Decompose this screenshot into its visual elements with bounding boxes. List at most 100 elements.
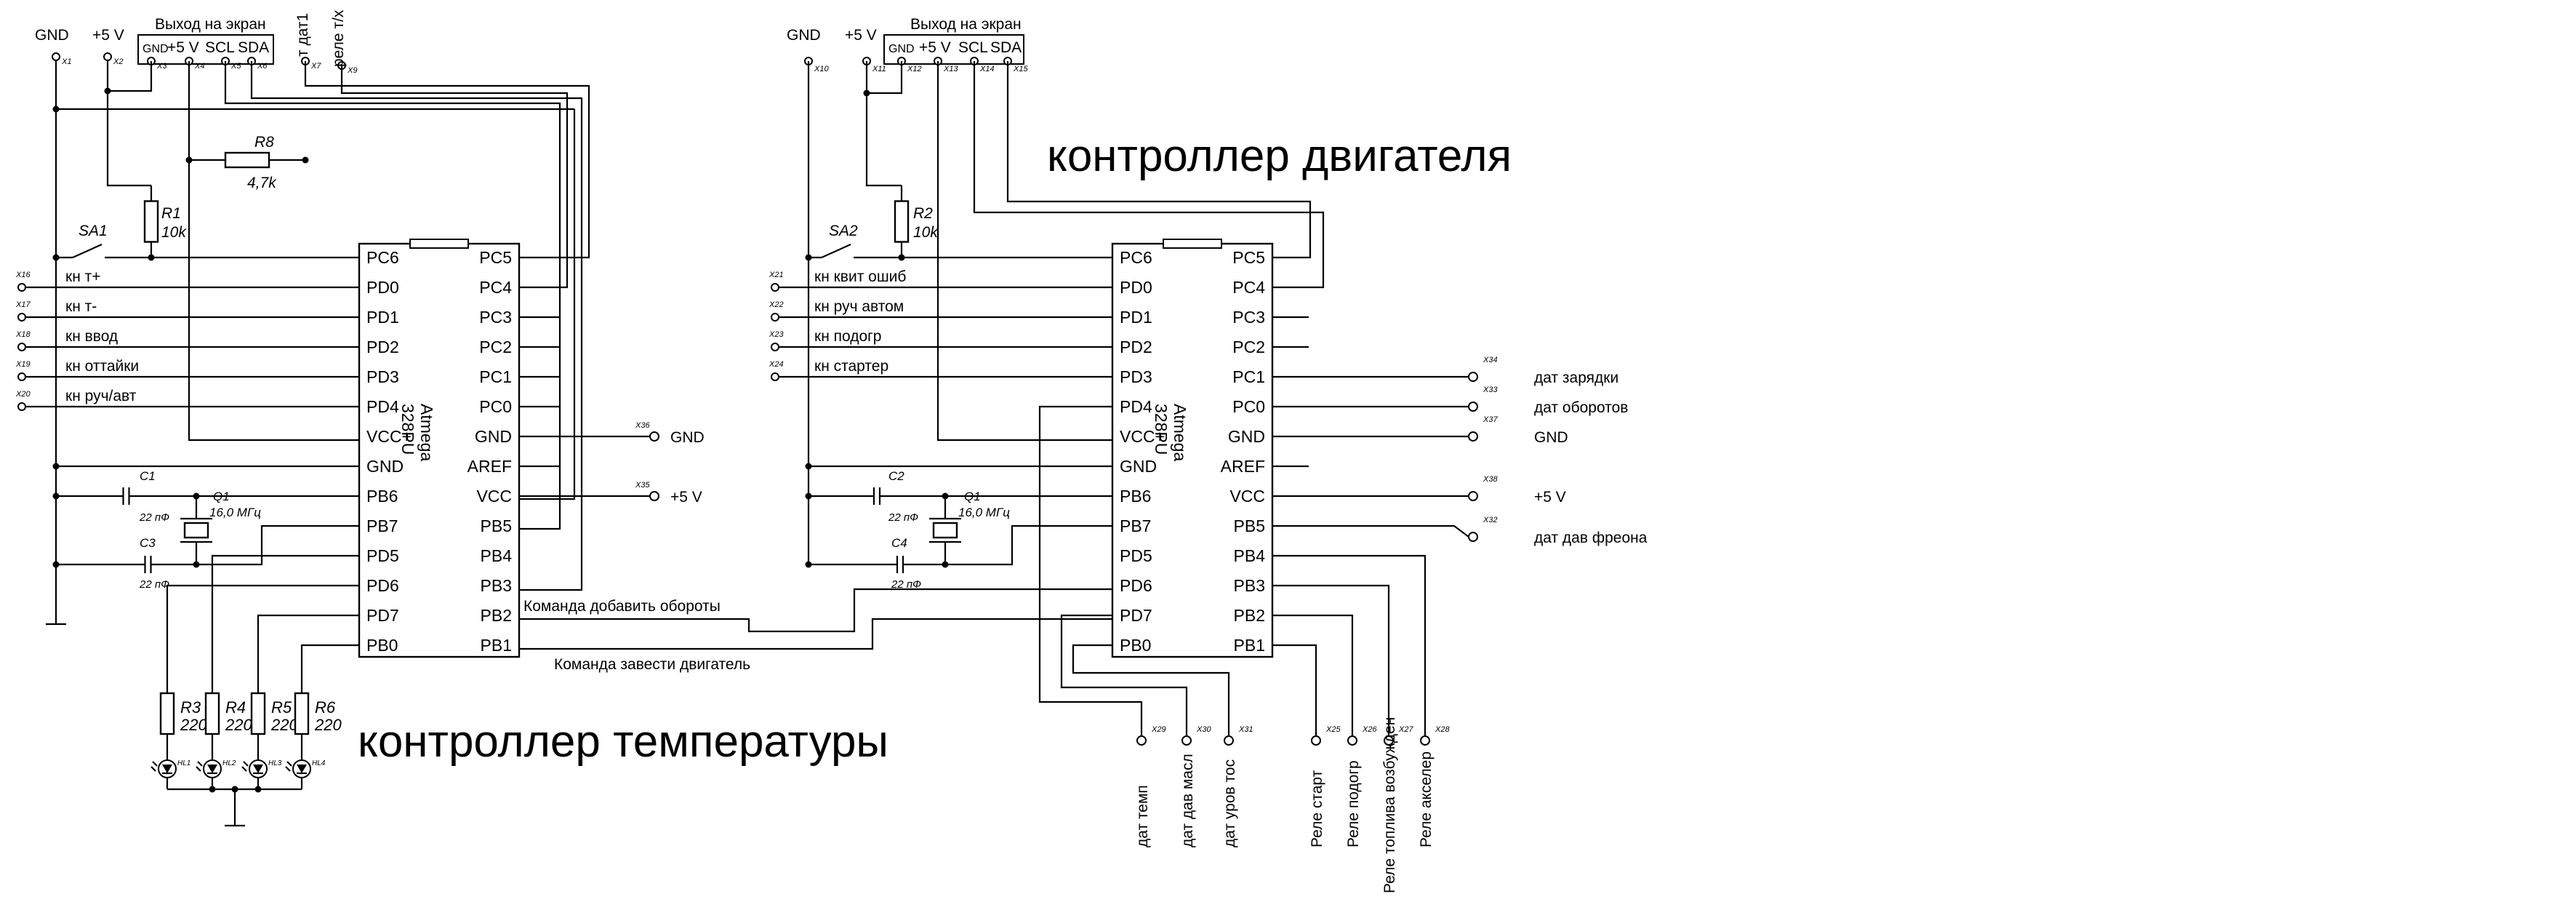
engine-controller-title: контроллер двигателя	[1047, 131, 1512, 181]
wire-cmd-add-rpm	[519, 588, 1112, 633]
output-label: +5 V	[1534, 489, 1566, 506]
chip-pin-label: PC6	[1120, 248, 1152, 267]
junction-dot	[52, 105, 60, 113]
wire-led-r4	[211, 554, 359, 691]
terminal-icon	[1468, 532, 1478, 542]
resistor-r8	[224, 151, 270, 169]
terminal-label: X25	[1325, 725, 1341, 734]
chip-pin-label: GND	[475, 427, 512, 446]
junction-dot	[863, 89, 870, 97]
junction-dot	[254, 786, 262, 793]
terminal-label: X2	[113, 57, 123, 66]
junction-dot	[302, 156, 309, 164]
screen-connector	[137, 34, 274, 65]
wire-output	[1272, 524, 1469, 538]
chip-body	[358, 242, 521, 658]
chip-pin-label: PB2	[481, 606, 512, 625]
junction-dot	[193, 492, 200, 500]
c4-value: 22 пФ	[891, 578, 921, 591]
chip-pin-label: PC5	[479, 248, 512, 267]
output-label: GND	[1534, 429, 1568, 446]
wire-sda	[1006, 61, 1312, 259]
terminal-label: X4	[194, 62, 204, 71]
terminal-icon	[1311, 735, 1321, 746]
junction-dot	[104, 87, 111, 95]
screen-title: Выход на экран	[910, 16, 1022, 33]
wire-relay	[340, 65, 569, 289]
chip-pin-label: PB0	[1120, 636, 1151, 655]
terminal-icon	[17, 283, 26, 292]
terminal-icon	[103, 52, 112, 61]
junction-dot	[193, 561, 200, 568]
r8-value: 4,7k	[247, 175, 277, 191]
terminal-label: X6	[257, 62, 268, 71]
chip-pin-label: PC3	[479, 308, 512, 327]
chip-pin-label: PD0	[366, 278, 399, 297]
wire-cmd-start-engine	[519, 618, 1112, 650]
chip-pin-label: GND	[366, 457, 404, 476]
terminal-icon	[1384, 735, 1394, 746]
gnd-label: GND	[35, 27, 69, 44]
chip-pin-label: PB7	[366, 516, 398, 535]
r8-name: R8	[254, 134, 274, 151]
led-name: HL4	[312, 759, 326, 767]
junction-dot	[185, 156, 193, 164]
chip-pin-label: PB7	[1120, 516, 1151, 535]
chip-notch	[409, 239, 469, 249]
terminal-label: X7	[310, 62, 321, 71]
terminal-icon	[771, 313, 779, 322]
chip-pin-label: PD2	[1120, 338, 1152, 356]
led-icon	[241, 766, 247, 772]
chip-pin-label: PC2	[1232, 338, 1265, 356]
screen-pin-label: +5 V	[167, 39, 199, 56]
chip-pin-label: PD4	[1120, 397, 1152, 416]
input-label: кн т-	[65, 298, 97, 315]
junction-dot	[942, 561, 949, 568]
terminal-label: X23	[769, 330, 784, 339]
cmd-add-rpm-label: Команда добавить обороты	[523, 598, 721, 615]
bottom-output-label: Реле подогр	[1345, 760, 1362, 847]
screen-pin-label: SDA	[990, 39, 1022, 56]
bottom-output-label: Реле акселер	[1418, 751, 1435, 847]
input-label: кн подогр	[814, 328, 881, 345]
junction-dot	[805, 492, 812, 500]
gnd-out-label: GND	[670, 429, 705, 446]
terminal-label: X36	[635, 421, 650, 430]
junction-dot	[52, 463, 60, 470]
chip-pin-label: PB1	[1234, 636, 1265, 655]
input-label: кн т+	[65, 268, 101, 285]
c3-name: C3	[140, 536, 156, 550]
r1-value: 10k	[161, 224, 187, 241]
terminal-label: X18	[15, 330, 31, 339]
terminal-icon	[649, 431, 659, 442]
chip-pin-label: PB4	[1234, 546, 1266, 565]
wire-vcc-chip	[936, 61, 1112, 442]
terminal-label: X27	[1398, 725, 1413, 734]
terminal-label: X21	[769, 271, 784, 279]
wire-pb4	[519, 109, 576, 500]
chip-name: 328PU	[398, 404, 417, 455]
wire-screen-gnd	[108, 61, 153, 92]
resistor-name: R6	[315, 698, 336, 717]
wire-pb7	[240, 524, 359, 566]
terminal-icon	[1420, 735, 1430, 746]
wire-bottom-output	[1072, 644, 1230, 736]
chip-pin-label: PC6	[366, 248, 399, 267]
terminal-label: X33	[1482, 386, 1498, 394]
chip-pin-label: AREF	[1221, 457, 1265, 476]
wire-bottom-output	[1060, 614, 1188, 736]
chip-pin-label: PB6	[1120, 487, 1151, 506]
terminal-label: X16	[15, 271, 31, 279]
terminal-label: X14	[979, 65, 995, 73]
resistor-value: 220	[180, 716, 207, 734]
wire-bottom-output	[1272, 584, 1390, 736]
terminal-label: X28	[1435, 725, 1450, 734]
led-icon	[152, 761, 158, 767]
chip-pin-label: PB3	[1234, 576, 1265, 595]
q1-name: Q1	[964, 490, 981, 503]
led-icon	[162, 765, 172, 773]
terminal-label: X35	[635, 481, 650, 490]
chip-pin-label: PD3	[366, 367, 399, 386]
r1-name: R1	[161, 205, 181, 222]
